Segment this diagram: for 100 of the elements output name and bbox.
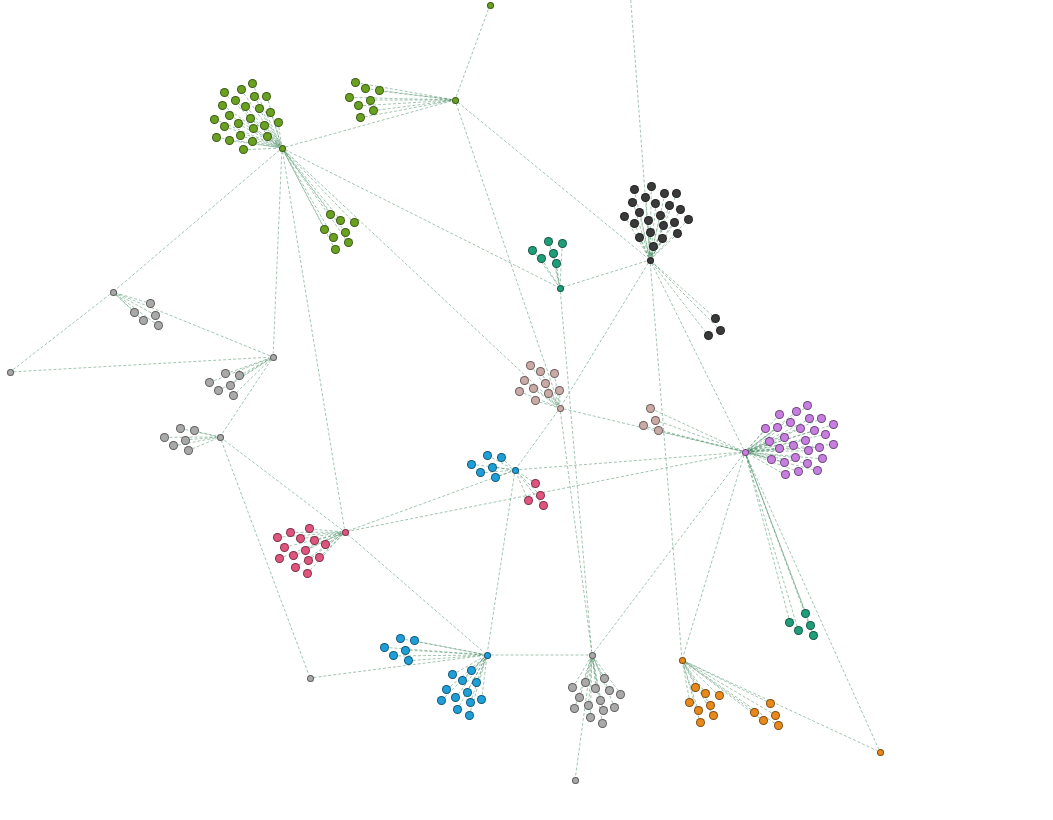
connector-line: [455, 8, 490, 97]
connector-line: [348, 452, 742, 532]
connector-line: [553, 257, 560, 285]
graph-node: [205, 377, 215, 387]
connector-line: [504, 460, 513, 468]
connector-line: [459, 657, 486, 707]
connector-line: [271, 116, 282, 145]
graph-node: [183, 446, 193, 456]
connector-line: [295, 531, 342, 533]
graph-node: [750, 707, 760, 717]
connector-line: [318, 532, 342, 540]
graph-node: [598, 706, 608, 716]
graph-node: [365, 95, 375, 105]
graph-node: [239, 145, 249, 155]
graph-node: [351, 78, 361, 87]
graph-node: [551, 259, 561, 269]
graph-node: [389, 651, 398, 661]
connector-line: [247, 147, 279, 150]
graph-node: [150, 310, 160, 320]
connector-line: [267, 128, 281, 146]
connector-line: [516, 472, 541, 503]
connector-line: [559, 248, 563, 285]
graph-node: [775, 443, 784, 453]
connector-line: [243, 93, 281, 146]
connector-line: [329, 533, 343, 543]
connector-line: [115, 150, 280, 290]
connector-line: [747, 432, 763, 450]
connector-line: [244, 136, 279, 148]
connector-line: [650, 263, 682, 657]
graph-node: [467, 459, 477, 469]
graph-node: [655, 210, 665, 220]
graph-node: [234, 371, 244, 381]
connector-line: [115, 294, 132, 310]
graph-node: [766, 699, 776, 709]
graph-node: [805, 414, 815, 424]
graph-node: [536, 367, 546, 377]
graph-node: [315, 552, 325, 562]
connector-line: [177, 437, 217, 446]
connector-line: [650, 207, 656, 257]
connector-line: [348, 470, 512, 532]
connector-line: [652, 236, 675, 258]
graph-node: [645, 228, 655, 238]
connector-line: [592, 658, 602, 720]
connector-line: [651, 197, 676, 258]
connector-line: [682, 455, 745, 657]
connector-line: [484, 470, 512, 473]
connector-line: [652, 222, 686, 258]
graph-node: [248, 124, 258, 134]
graph-node: [309, 536, 319, 546]
graph-node: [670, 217, 680, 227]
graph-node: [597, 718, 607, 728]
graph-node: [790, 453, 800, 463]
connector-line: [470, 658, 487, 712]
graph-node: [639, 421, 648, 431]
connector-line: [748, 452, 768, 459]
connector-line: [563, 408, 742, 452]
connector-line: [536, 391, 558, 407]
graph-node: [555, 385, 565, 395]
graph-node: [139, 316, 148, 326]
graph-node: [657, 233, 667, 243]
graph-node: [465, 698, 475, 708]
graph-node: [800, 435, 810, 445]
graph-node: [549, 369, 559, 379]
graph-node: [676, 204, 686, 214]
connector-line: [491, 457, 513, 469]
connector-line: [652, 262, 713, 316]
connector-line: [254, 87, 281, 146]
connector-line: [233, 117, 280, 147]
graph-node: [341, 528, 349, 536]
graph-node: [802, 458, 812, 468]
graph-node: [302, 568, 312, 578]
connector-line: [561, 262, 649, 406]
graph-node: [767, 455, 777, 464]
graph-node: [326, 210, 336, 219]
graph-node: [660, 189, 670, 199]
connector-line: [683, 662, 695, 684]
connector-line: [490, 654, 589, 656]
graph-node: [796, 424, 806, 434]
graph-node: [658, 221, 668, 231]
graph-node: [651, 199, 661, 209]
connector-line: [283, 533, 343, 558]
connector-line: [542, 375, 559, 406]
graph-node: [786, 418, 796, 427]
graph-node: [361, 84, 371, 94]
graph-node: [303, 556, 313, 566]
connector-line: [518, 452, 742, 470]
graph-node: [789, 441, 798, 451]
graph-node: [557, 239, 567, 249]
connector-line: [221, 137, 279, 148]
graph-node: [451, 693, 460, 703]
connector-line: [278, 126, 282, 145]
connector-line: [116, 292, 147, 303]
graph-node: [224, 135, 234, 145]
graph-node: [280, 542, 290, 552]
graph-node: [409, 636, 419, 646]
connector-line: [592, 658, 603, 707]
connector-line: [746, 454, 879, 750]
graph-node: [634, 232, 644, 242]
graph-node: [538, 501, 548, 511]
graph-node: [620, 211, 630, 221]
